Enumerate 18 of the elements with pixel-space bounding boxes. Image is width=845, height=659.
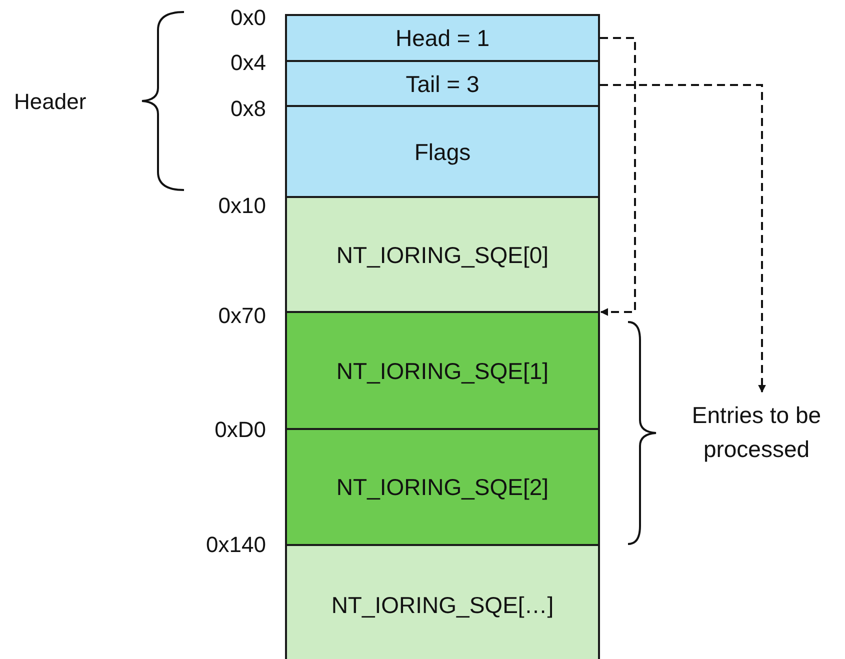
memory-block: NT_IORING_SQE[2] (285, 428, 600, 546)
memory-block: Tail = 3 (285, 60, 600, 107)
offset-label: 0x140 (206, 531, 266, 559)
offset-label: 0xD0 (214, 416, 266, 444)
memory-block: Head = 1 (285, 14, 600, 62)
offset-label: 0x70 (218, 302, 266, 330)
memory-block: NT_IORING_SQE[…] (285, 544, 600, 659)
memory-block: NT_IORING_SQE[1] (285, 311, 600, 430)
dashed-arrow (600, 84, 766, 393)
memory-block: Flags (285, 105, 600, 198)
memory-block: NT_IORING_SQE[0] (285, 196, 600, 313)
offset-label: 0x4 (230, 49, 266, 77)
annotation-text: Entries to be processed (668, 392, 845, 472)
offset-label: 0x8 (230, 95, 266, 123)
offset-label: 0x10 (218, 192, 266, 220)
offset-label: 0x0 (230, 4, 266, 32)
group-label: Header (14, 88, 86, 116)
dashed-arrow (600, 37, 636, 316)
